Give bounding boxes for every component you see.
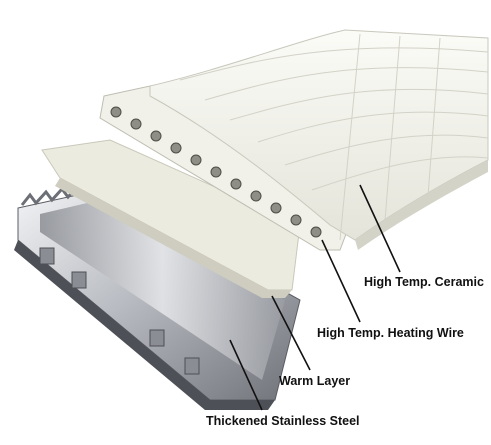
wire-coil	[270, 202, 282, 214]
leader-line-heating-wire	[321, 239, 361, 323]
label-high-temp-heating-wire: High Temp. Heating Wire	[317, 326, 464, 340]
steel-tab-3	[149, 329, 165, 347]
wire-coil	[290, 214, 302, 226]
warm-layer-edge	[55, 178, 292, 298]
steel-tab-1	[39, 247, 55, 265]
label-high-temp-ceramic: High Temp. Ceramic	[364, 275, 484, 289]
steel-tab-2	[71, 271, 87, 289]
heating-wire-coils	[110, 106, 322, 238]
wire-coil	[250, 190, 262, 202]
wire-coil	[210, 166, 222, 178]
heating-wire-layer	[99, 85, 356, 251]
leader-lines	[229, 184, 401, 411]
stainless-steel-layer	[14, 181, 301, 410]
wire-coil	[150, 130, 162, 142]
wire-coil	[170, 142, 182, 154]
warm-layer	[41, 139, 301, 298]
leader-line-ceramic	[359, 184, 401, 273]
ceramic-block-edge	[355, 160, 488, 250]
ceramic-layer	[149, 29, 489, 250]
steel-tab-4	[184, 357, 200, 375]
wire-coil	[130, 118, 142, 130]
ceramic-block-grid	[179, 33, 489, 241]
label-thickened-stainless-steel: Thickened Stainless Steel	[206, 414, 360, 428]
leader-line-warm-layer	[271, 295, 311, 371]
label-warm-layer: Warm Layer	[279, 374, 351, 388]
steel-tray-inner	[40, 200, 285, 380]
wire-coil	[110, 106, 122, 118]
wire-coil	[230, 178, 242, 190]
wire-coil	[310, 226, 322, 238]
wire-coil	[190, 154, 202, 166]
leader-line-stainless-steel	[229, 339, 263, 411]
